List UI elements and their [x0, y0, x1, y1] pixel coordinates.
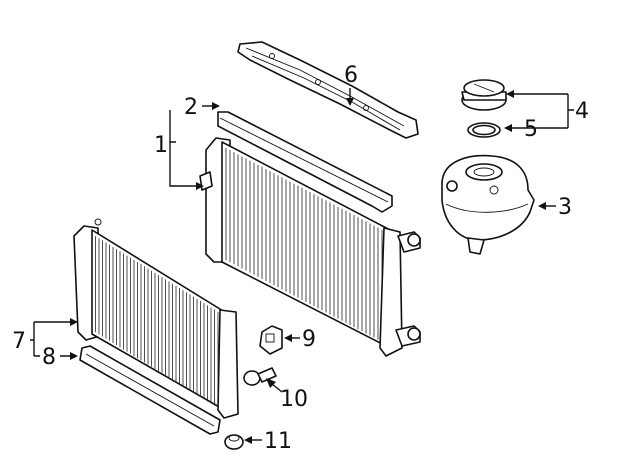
callout-3: 3 — [558, 195, 572, 220]
upper-seal-strip-part — [237, 41, 419, 139]
callout-2: 2 — [184, 95, 198, 120]
radiator-seal-strip-part — [217, 111, 393, 213]
radiator-part — [199, 137, 421, 357]
callout-10: 10 — [280, 387, 308, 412]
radiator-fins — [225, 148, 391, 346]
lower-seal-strip-part — [79, 345, 221, 435]
expansion-tank-part — [441, 154, 535, 255]
rubber-mount-part — [224, 434, 244, 450]
callout-9: 9 — [302, 327, 316, 352]
callout-8: 8 — [42, 345, 56, 370]
tank-cap-part — [461, 79, 507, 111]
o-ring-seal-part — [467, 122, 501, 138]
callout-11: 11 — [264, 429, 292, 454]
callout-5: 5 — [524, 117, 538, 142]
leader-lines — [30, 88, 574, 444]
auxiliary-radiator-part — [73, 218, 239, 419]
callout-4: 4 — [575, 99, 589, 124]
mounting-pin-part — [243, 367, 277, 386]
callout-1: 1 — [154, 133, 168, 158]
callout-labels: 1 2 3 4 5 6 7 8 9 10 11 — [12, 63, 589, 454]
callout-7: 7 — [12, 329, 26, 354]
mounting-bracket-part — [259, 325, 283, 355]
callout-6: 6 — [344, 63, 358, 88]
auxiliary-radiator-fins — [95, 236, 222, 410]
